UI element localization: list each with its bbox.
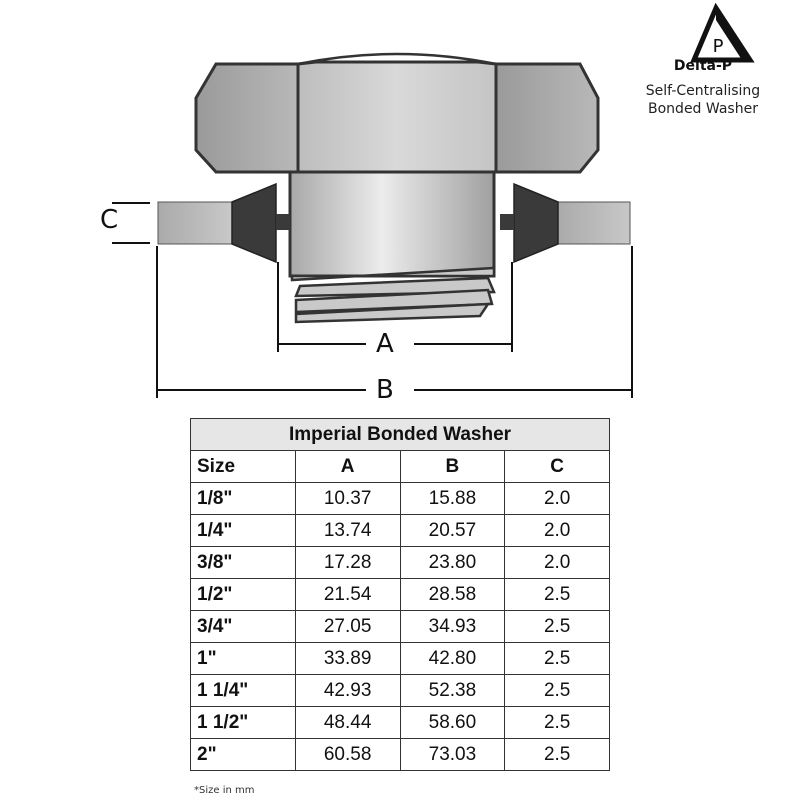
washer-left — [157, 182, 290, 264]
c-cell: 2.0 — [504, 514, 610, 547]
bolt-thread — [290, 266, 496, 324]
washer-right — [500, 182, 631, 264]
b-cell: 23.80 — [399, 546, 506, 579]
c-cell: 2.0 — [504, 482, 610, 515]
size-cell: 1/4" — [190, 514, 296, 547]
b-cell: 34.93 — [399, 610, 506, 643]
table-header-row: Size A B C — [190, 450, 610, 483]
a-cell: 17.28 — [294, 546, 401, 579]
bonded-washer-diagram: P — [112, 2, 755, 398]
a-cell: 27.05 — [294, 610, 401, 643]
logo-letter: P — [713, 36, 724, 57]
b-cell: 52.38 — [399, 674, 506, 707]
a-cell: 48.44 — [294, 706, 401, 739]
size-table: Imperial Bonded Washer Size A B C 1/8"10… — [190, 418, 610, 771]
b-cell: 15.88 — [399, 482, 506, 515]
header-a: A — [294, 450, 401, 483]
size-cell: 1 1/2" — [190, 706, 296, 739]
dimension-label-c: C — [96, 207, 123, 233]
size-cell: 1 1/4" — [190, 674, 296, 707]
a-cell: 60.58 — [294, 738, 401, 771]
c-cell: 2.5 — [504, 706, 610, 739]
b-cell: 73.03 — [399, 738, 506, 771]
c-cell: 2.5 — [504, 578, 610, 611]
b-cell: 20.57 — [399, 514, 506, 547]
size-cell: 3/8" — [190, 546, 296, 579]
hex-head — [194, 52, 600, 174]
tagline-line-1: Self-Centralising — [645, 83, 761, 99]
c-cell: 2.0 — [504, 546, 610, 579]
a-cell: 10.37 — [294, 482, 401, 515]
c-cell: 2.5 — [504, 738, 610, 771]
b-cell: 28.58 — [399, 578, 506, 611]
brand-tagline: Self-Centralising Bonded Washer — [628, 82, 778, 118]
c-cell: 2.5 — [504, 610, 610, 643]
bolt-shank — [288, 170, 496, 278]
dimension-label-a: A — [372, 331, 398, 357]
b-cell: 42.80 — [399, 642, 506, 675]
brand-name: Delta-P — [673, 58, 733, 74]
a-cell: 33.89 — [294, 642, 401, 675]
b-cell: 58.60 — [399, 706, 506, 739]
table-title: Imperial Bonded Washer — [190, 418, 610, 451]
size-cell: 2" — [190, 738, 296, 771]
size-cell: 1/8" — [190, 482, 296, 515]
dimension-label-b: B — [372, 377, 398, 403]
table-footnote: *Size in mm — [194, 785, 255, 796]
tagline-line-2: Bonded Washer — [648, 101, 758, 117]
a-cell: 21.54 — [294, 578, 401, 611]
dimension-lines — [112, 202, 633, 398]
delta-p-logo-icon: P — [690, 2, 755, 63]
size-cell: 1" — [190, 642, 296, 675]
size-cell: 3/4" — [190, 610, 296, 643]
header-size: Size — [190, 450, 296, 483]
header-c: C — [504, 450, 610, 483]
header-b: B — [399, 450, 506, 483]
size-cell: 1/2" — [190, 578, 296, 611]
a-cell: 13.74 — [294, 514, 401, 547]
c-cell: 2.5 — [504, 674, 610, 707]
c-cell: 2.5 — [504, 642, 610, 675]
a-cell: 42.93 — [294, 674, 401, 707]
